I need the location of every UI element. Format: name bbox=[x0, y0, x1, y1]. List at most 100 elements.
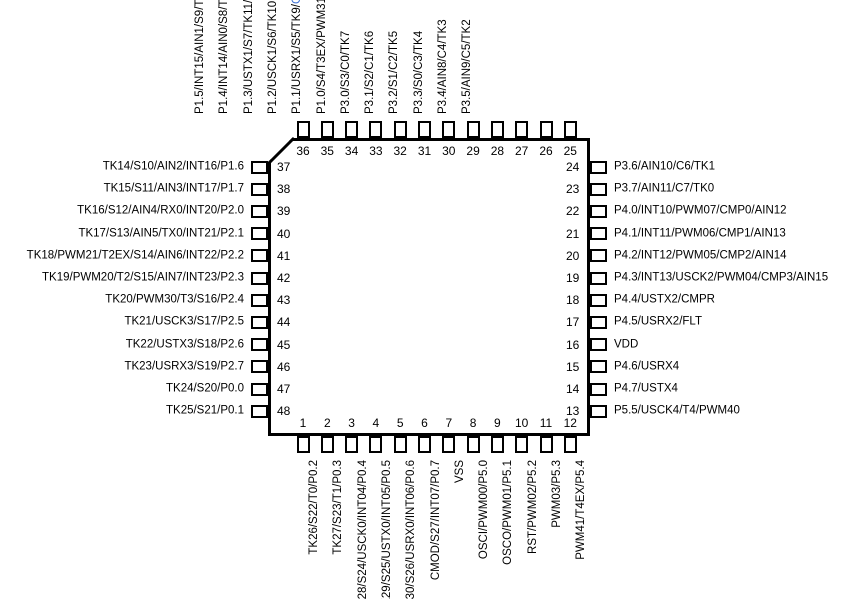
pin-number-5: 5 bbox=[396, 416, 404, 430]
pin-label-23: P3.7/AIN11/C7/TK0 bbox=[614, 182, 715, 195]
pin-number-41: 41 bbox=[277, 248, 291, 263]
pin-label-2: TK27/S23/T1/P0.3 bbox=[332, 460, 345, 555]
pin-pad-45 bbox=[251, 338, 268, 352]
pin-number-35: 35 bbox=[320, 144, 334, 158]
pin-number-29: 29 bbox=[466, 144, 480, 158]
pin1-chamfer-marker bbox=[266, 136, 300, 170]
pin-pad-25 bbox=[563, 121, 577, 138]
pin-label-13: P5.5/USCK4/T4/PWM40 bbox=[614, 404, 740, 417]
pin-label-41: TK18/PWM21/T2EX/S14/AIN6/INT22/P2.2 bbox=[26, 249, 244, 262]
pin-pad-29 bbox=[466, 121, 480, 138]
pin-number-3: 3 bbox=[348, 416, 355, 430]
pin-number-13: 13 bbox=[566, 404, 580, 419]
pin-pad-36 bbox=[296, 121, 310, 138]
pin-pad-15 bbox=[590, 360, 607, 374]
pin-number-1: 1 bbox=[299, 416, 307, 430]
pin-pad-40 bbox=[251, 227, 268, 241]
pin-pad-4 bbox=[369, 436, 383, 453]
pin-pad-48 bbox=[251, 404, 268, 418]
pin-number-32: 32 bbox=[393, 144, 407, 158]
pin-label-3: TK28/S24/USCK0/INT04/P0.4 bbox=[356, 460, 369, 599]
pin-label-7: VSS bbox=[453, 460, 466, 484]
pin-number-39: 39 bbox=[277, 204, 291, 219]
pin-number-36: 36 bbox=[296, 144, 310, 158]
pin-pad-3 bbox=[345, 436, 359, 453]
pin-label-45: TK22/USTX3/S18/P2.6 bbox=[125, 338, 244, 351]
pin-pad-1 bbox=[296, 436, 310, 453]
pin-number-6: 6 bbox=[421, 416, 428, 430]
pin-label-47: TK24/S20/P0.0 bbox=[166, 382, 244, 395]
pin-number-21: 21 bbox=[566, 226, 580, 241]
pin-pad-23 bbox=[590, 182, 607, 196]
pin-label-44: TK21/USCK3/S17/P2.5 bbox=[124, 315, 244, 328]
pin-label-25: P3.5/AIN9/C5/TK2 bbox=[461, 19, 474, 114]
pin-number-23: 23 bbox=[566, 182, 580, 197]
pin-number-20: 20 bbox=[566, 248, 580, 263]
pin-label-22: P4.0/INT10/PWM07/CMP0/AIN12 bbox=[614, 204, 787, 217]
pin-label-21: P4.1/INT11/PWM06/CMP1/AIN13 bbox=[614, 227, 786, 240]
pin-label-8: OSCI/PWM00/P5.0 bbox=[478, 460, 491, 560]
pin-number-44: 44 bbox=[277, 315, 291, 330]
pin-number-34: 34 bbox=[344, 144, 359, 158]
pin-pad-24 bbox=[590, 160, 607, 174]
pin-number-18: 18 bbox=[566, 293, 580, 308]
pin-number-7: 7 bbox=[445, 416, 453, 430]
pin-number-30: 30 bbox=[442, 144, 456, 158]
pin-pad-32 bbox=[393, 121, 407, 138]
pin-label-40: TK17/S13/AIN5/TX0/INT21/P2.1 bbox=[78, 227, 244, 240]
chip-package-body bbox=[268, 138, 590, 436]
pin-number-9: 9 bbox=[494, 416, 501, 430]
pin-label-18: P4.4/USTX2/CMPR bbox=[614, 293, 715, 306]
pin-pad-34 bbox=[345, 121, 359, 138]
pin-label-43: TK20/PWM30/T3/S16/P2.4 bbox=[105, 293, 244, 306]
pin-label-48: TK25/S21/P0.1 bbox=[166, 404, 244, 417]
pin-number-42: 42 bbox=[277, 271, 291, 285]
pin-number-46: 46 bbox=[277, 359, 291, 374]
pin-label-5: TK30/S26/USRX0/INT06/P0.6 bbox=[405, 460, 418, 599]
pin-pad-21 bbox=[590, 227, 607, 241]
pin-number-48: 48 bbox=[277, 404, 291, 419]
pin-number-15: 15 bbox=[566, 359, 580, 374]
pin-label-17: P4.5/USRX2/FLT bbox=[614, 315, 702, 328]
pin-pad-8 bbox=[466, 436, 480, 453]
pin-number-12: 12 bbox=[563, 416, 577, 430]
pin-number-16: 16 bbox=[566, 337, 580, 352]
pin-label-38: TK15/S11/AIN3/INT17/P1.7 bbox=[103, 182, 244, 195]
pin-pad-12 bbox=[563, 436, 577, 453]
pin-number-11: 11 bbox=[539, 416, 553, 430]
pin-pad-39 bbox=[251, 204, 268, 218]
pin-number-8: 8 bbox=[469, 416, 477, 430]
pin-number-2: 2 bbox=[323, 416, 331, 430]
pin-label-42: TK19/PWM20/T2/S15/AIN7/INT23/P2.3 bbox=[42, 271, 244, 284]
pin-pad-2 bbox=[320, 436, 334, 453]
pin-number-19: 19 bbox=[566, 271, 580, 285]
pin-pad-13 bbox=[590, 404, 607, 418]
pin-pad-19 bbox=[590, 271, 607, 285]
pin-pad-18 bbox=[590, 293, 607, 307]
pin-label-4: TK29/S25/USTX0/INT05/P0.5 bbox=[380, 460, 393, 599]
pin-pad-7 bbox=[442, 436, 456, 453]
pin-pad-5 bbox=[393, 436, 407, 453]
pin-pad-41 bbox=[251, 249, 268, 263]
pin-label-16: VDD bbox=[614, 338, 639, 351]
pin-pad-26 bbox=[539, 121, 553, 138]
pin-pad-10 bbox=[515, 436, 529, 453]
pin-number-33: 33 bbox=[369, 144, 383, 158]
pin-number-17: 17 bbox=[566, 315, 580, 330]
pin-pad-27 bbox=[515, 121, 529, 138]
pin-label-46: TK23/USRX3/S19/P2.7 bbox=[124, 360, 244, 373]
pin-label-6: CMOD/S27/INT07/P0.7 bbox=[429, 460, 442, 581]
pin-number-47: 47 bbox=[277, 382, 291, 396]
pin-pad-14 bbox=[590, 382, 607, 396]
pin-pad-30 bbox=[442, 121, 456, 138]
pin-pad-20 bbox=[590, 249, 607, 263]
pin-pad-47 bbox=[251, 382, 268, 396]
pin-label-9: OSCO/PWM01/P5.1 bbox=[502, 460, 515, 565]
pin-label-19: P4.3/INT13/USCK2/PWM04/CMP3/AIN15 bbox=[614, 271, 829, 284]
pin-number-37: 37 bbox=[277, 160, 291, 174]
pin-label-11: PWM03/P5.3 bbox=[551, 460, 563, 528]
pin-pad-46 bbox=[251, 360, 268, 374]
pin-pad-6 bbox=[418, 436, 431, 453]
pin-number-25: 25 bbox=[563, 144, 577, 158]
